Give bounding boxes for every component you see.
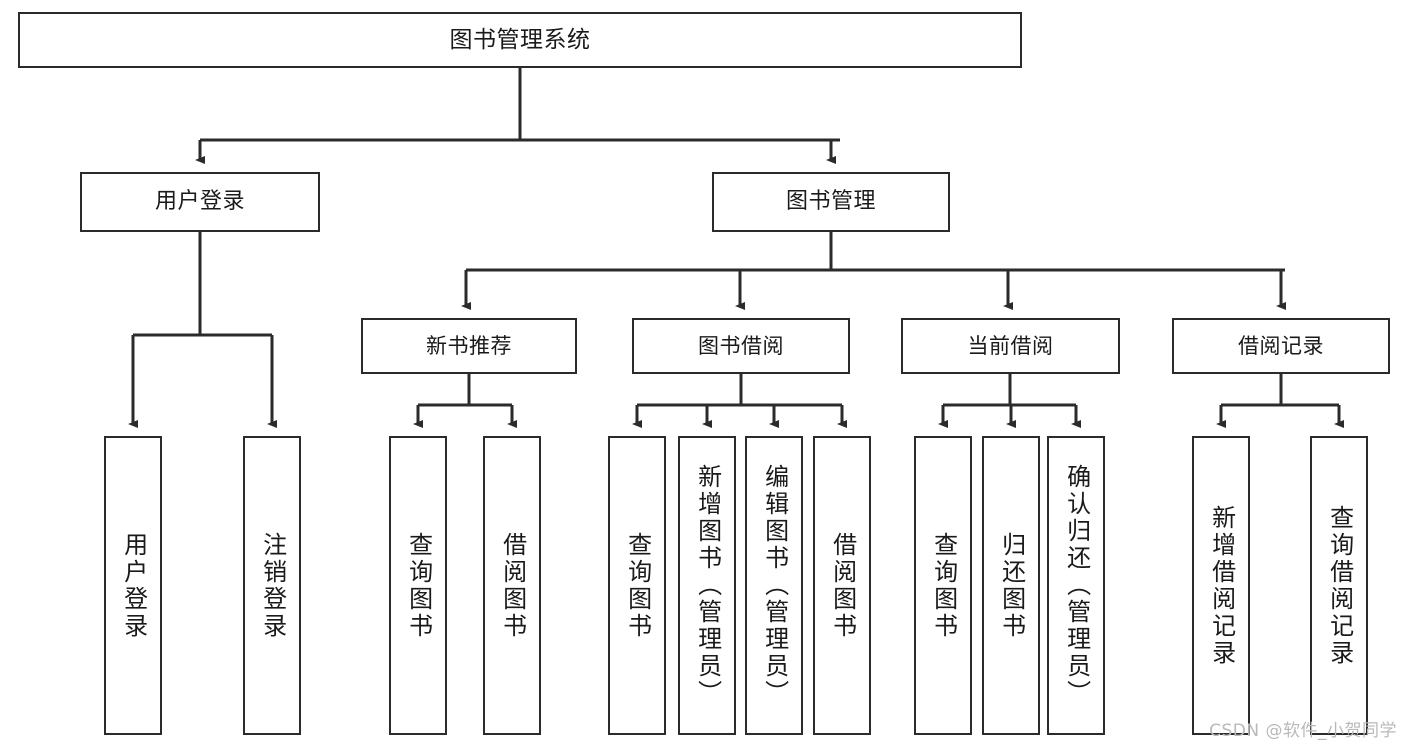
- node-leaf-add-borrow-record[interactable]: 新增借阅记录: [1192, 436, 1250, 735]
- node-leaf-query-book-new[interactable]: 查询图书: [389, 436, 447, 735]
- node-label: 归还图书: [997, 531, 1026, 640]
- node-leaf-query-borrow-record[interactable]: 查询借阅记录: [1310, 436, 1368, 735]
- node-leaf-user-login[interactable]: 用户登录: [104, 436, 162, 735]
- node-label: 查询图书: [623, 531, 652, 640]
- node-label: 图书借阅: [698, 333, 784, 358]
- node-leaf-return-book[interactable]: 归还图书: [982, 436, 1040, 735]
- node-leaf-logout[interactable]: 注销登录: [243, 436, 301, 735]
- node-book-borrow[interactable]: 图书借阅: [632, 318, 850, 374]
- node-label: 用户登录: [119, 531, 148, 640]
- node-leaf-query-book[interactable]: 查询图书: [608, 436, 666, 735]
- node-new-book-recommend[interactable]: 新书推荐: [361, 318, 577, 374]
- node-leaf-confirm-return-admin[interactable]: 确认归还（管理员）: [1047, 436, 1105, 735]
- node-label: 查询图书: [404, 531, 433, 640]
- node-label: 查询图书: [929, 531, 958, 640]
- watermark: CSDN @软件_小贺同学: [1209, 721, 1397, 741]
- node-label: 查询借阅记录: [1325, 504, 1354, 667]
- node-leaf-query-book-current[interactable]: 查询图书: [914, 436, 972, 735]
- node-user-login[interactable]: 用户登录: [80, 172, 320, 232]
- node-current-borrow[interactable]: 当前借阅: [901, 318, 1120, 374]
- node-label: 图书管理系统: [449, 26, 591, 53]
- node-borrow-record[interactable]: 借阅记录: [1172, 318, 1390, 374]
- node-leaf-borrow-book-new[interactable]: 借阅图书: [483, 436, 541, 735]
- node-leaf-add-book-admin[interactable]: 新增图书（管理员）: [678, 436, 736, 735]
- node-label: 当前借阅: [967, 333, 1054, 358]
- node-label: 新增图书（管理员）: [693, 464, 722, 707]
- node-label: 用户登录: [154, 189, 245, 215]
- node-leaf-edit-book-admin[interactable]: 编辑图书（管理员）: [745, 436, 803, 735]
- node-label: 借阅图书: [498, 531, 527, 640]
- node-leaf-borrow-book[interactable]: 借阅图书: [813, 436, 871, 735]
- node-label: 确认归还（管理员）: [1062, 464, 1091, 707]
- node-root-system[interactable]: 图书管理系统: [18, 12, 1022, 68]
- node-label: 借阅记录: [1238, 333, 1324, 358]
- node-label: 新书推荐: [426, 333, 512, 358]
- node-label: 新增借阅记录: [1207, 504, 1236, 667]
- node-label: 注销登录: [258, 531, 287, 640]
- node-label: 图书管理: [785, 189, 876, 215]
- node-label: 借阅图书: [828, 531, 857, 640]
- node-label: 编辑图书（管理员）: [760, 464, 789, 707]
- node-book-management[interactable]: 图书管理: [712, 172, 950, 232]
